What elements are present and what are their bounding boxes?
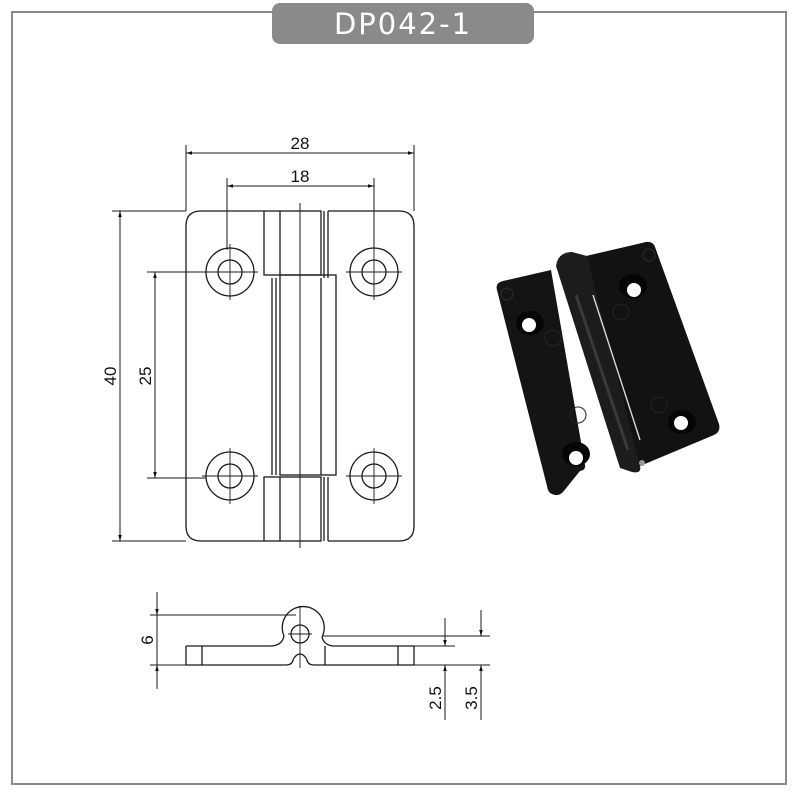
side-dimensions: [150, 592, 490, 720]
model-badge: DP042-1: [272, 3, 534, 44]
right-leaf-outline: [328, 210, 415, 542]
photo-hole-3: [562, 442, 590, 466]
bottom-knuckle: [263, 476, 322, 542]
dim-offset-height: 3.5: [462, 686, 481, 710]
side-view: [185, 605, 415, 668]
side-knuckle: [281, 605, 325, 638]
dim-knuckle-height: 6: [138, 635, 157, 644]
photo-hole-1: [516, 311, 544, 335]
photo-hole-4: [668, 410, 696, 434]
dim-hole-spacing-horizontal: 18: [291, 167, 310, 186]
middle-barrel: [279, 274, 337, 476]
left-leaf-outline: [185, 210, 264, 542]
side-right-leaf: [314, 636, 415, 666]
mounting-hole-top-left: [202, 244, 258, 300]
dim-hole-spacing-vertical: 25: [136, 367, 155, 386]
top-knuckle: [263, 210, 322, 276]
mounting-hole-bottom-left: [202, 448, 258, 504]
front-dimensions: [112, 145, 415, 542]
dim-overall-width: 28: [291, 134, 310, 153]
photo-hole-2: [619, 274, 647, 298]
model-code: DP042-1: [333, 6, 473, 41]
front-view: [185, 203, 415, 548]
mounting-hole-bottom-right: [346, 448, 402, 504]
side-left-leaf: [185, 635, 315, 666]
product-photo: [496, 241, 720, 496]
dim-leaf-thickness: 2.5: [426, 686, 445, 710]
dim-overall-height: 40: [101, 367, 120, 386]
mounting-hole-top-right: [346, 244, 402, 300]
